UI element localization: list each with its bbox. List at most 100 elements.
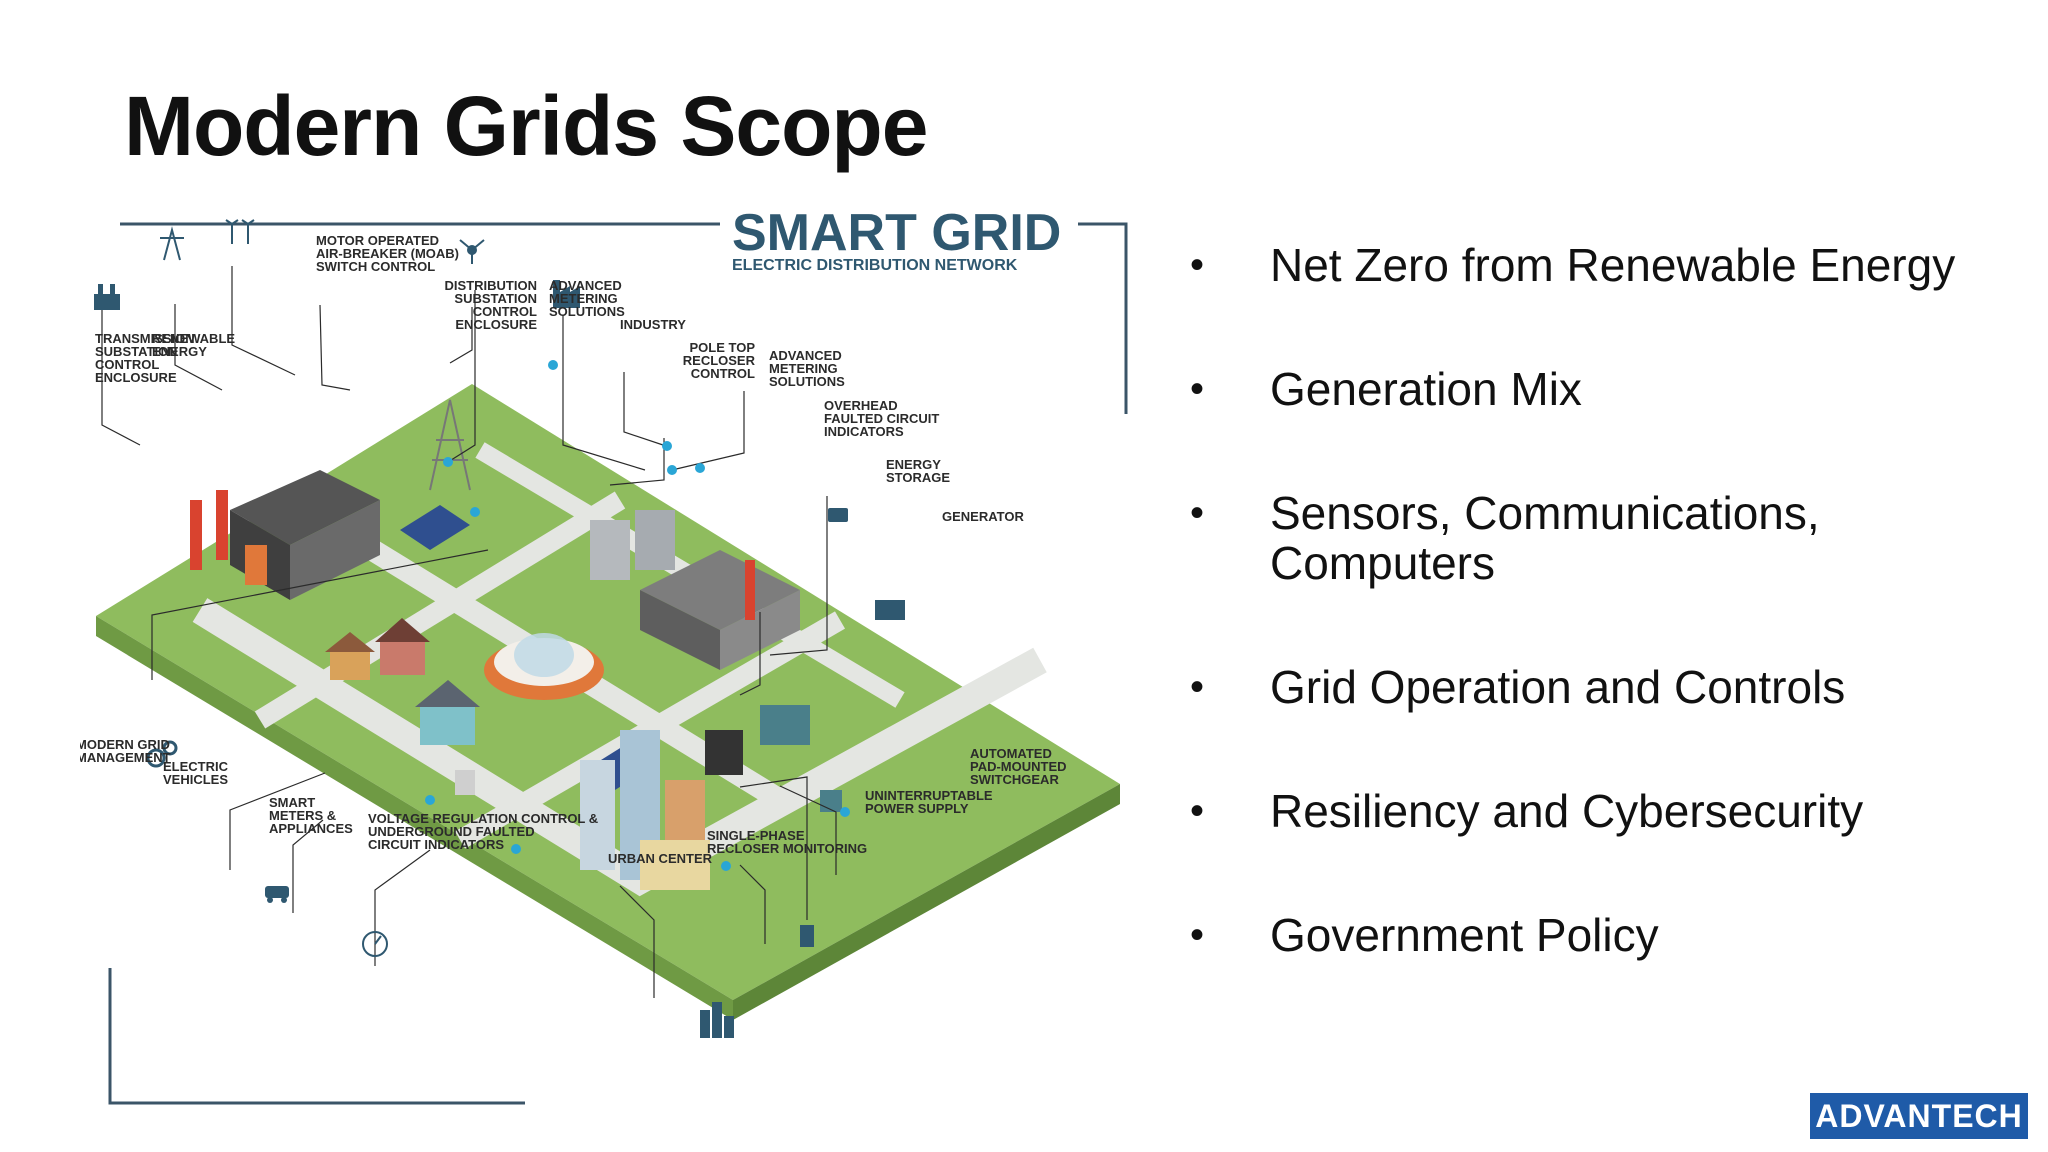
- generator-icon: [875, 600, 905, 620]
- callout-label-line: STORAGE: [886, 470, 950, 485]
- callout-label-line: SOLUTIONS: [549, 304, 625, 319]
- callout-label-line: SWITCHGEAR: [970, 772, 1059, 787]
- advantech-logo: ADVANTECH: [1810, 1093, 2028, 1139]
- callout-label-line: ENCLOSURE: [95, 370, 177, 385]
- callout-label-line: ADVANCED: [769, 348, 842, 363]
- callout-label-generator: GENERATOR: [942, 509, 1024, 524]
- callout-label-line: DISTRIBUTION: [445, 278, 537, 293]
- bullet-item: Net Zero from Renewable Energy: [1190, 240, 2010, 290]
- callout-labels: POWERPLANTTRANSMISSIONSUBSTATIONCONTROLE…: [80, 233, 1067, 866]
- ups-icon: [800, 925, 814, 947]
- bullet-item: Government Policy: [1190, 910, 2010, 960]
- callout-label-line: SOLUTIONS: [769, 374, 845, 389]
- callout-label-line: GENERATOR: [942, 509, 1024, 524]
- isometric-ground: [96, 384, 1120, 1020]
- bullet-item: Grid Operation and Controls: [1190, 662, 2010, 712]
- diagram-subheading: ELECTRIC DISTRIBUTION NETWORK: [732, 257, 1018, 274]
- diagram-heading: SMART GRID: [732, 204, 1061, 262]
- callout-label-line: CONTROL: [95, 357, 159, 372]
- callout-label-line: METERING: [769, 361, 838, 376]
- factory-icon: [553, 280, 580, 308]
- callout-label-urban: URBAN CENTER: [608, 851, 713, 866]
- callout-label-line: PAD-MOUNTED: [970, 759, 1067, 774]
- callout-label-line: CONTROL: [473, 304, 537, 319]
- callout-label-line: ENERGY: [886, 457, 941, 472]
- callout-label-line: ENCLOSURE: [455, 317, 537, 332]
- electric-car-icon: [265, 886, 289, 903]
- power-plant-illustration: [190, 470, 380, 600]
- callout-label-line: OVERHEAD: [824, 398, 898, 413]
- leader-lines: [101, 266, 837, 998]
- bullet-list: Net Zero from Renewable Energy Generatio…: [1190, 240, 2010, 960]
- callout-label-line: UNINTERRUPTABLE: [865, 788, 993, 803]
- gear-icon: [146, 740, 178, 768]
- callout-label-line: URBAN CENTER: [608, 851, 713, 866]
- power-plant-icon: [94, 284, 120, 310]
- diagram-frame: [108, 222, 1128, 1105]
- callout-label-line: AIR-BREAKER (MOAB): [316, 246, 459, 261]
- callout-label-line: VEHICLES: [163, 772, 228, 787]
- callout-label-line: MOTOR OPERATED: [316, 233, 439, 248]
- callout-label-line: POLE TOP: [690, 340, 756, 355]
- callout-label-line: SUBSTATION: [454, 291, 537, 306]
- callout-label-line: SINGLE-PHASE: [707, 828, 805, 843]
- battery-icon: [828, 508, 848, 522]
- callout-label-line: VOLTAGE REGULATION CONTROL &: [368, 811, 598, 826]
- callout-label-line: ENERGY: [152, 344, 207, 359]
- callout-label-line: INDICATORS: [824, 424, 904, 439]
- callout-label-line: RECLOSER MONITORING: [707, 841, 867, 856]
- urban-center-illustration: [580, 730, 710, 890]
- tower-icon: [160, 226, 184, 261]
- callout-label-line: ADVANCED: [549, 278, 622, 293]
- callout-label-line: TRANSMISSION: [95, 331, 195, 346]
- connection-dots: [425, 360, 850, 871]
- grid-management-hub: [484, 633, 604, 700]
- slide-title: Modern Grids Scope: [124, 79, 928, 173]
- callout-label-line: UNDERGROUND FAULTED: [368, 824, 535, 839]
- callout-label-line: MODERN GRID: [80, 737, 170, 752]
- callout-label-line: FAULTED CIRCUIT: [824, 411, 939, 426]
- wind-turbine-icon: [225, 219, 255, 244]
- houses-illustration: [325, 618, 480, 745]
- callout-label-line: RECLOSER: [683, 353, 756, 368]
- callout-label-line: RENEWABLE: [152, 331, 235, 346]
- callout-label-industry: INDUSTRY: [620, 317, 686, 332]
- callout-label-line: CONTROL: [691, 366, 755, 381]
- meter-icon: [362, 931, 388, 957]
- bullet-item: Sensors, Communications, Computers: [1190, 488, 1830, 588]
- callout-label-voltage: VOLTAGE REGULATION CONTROL &UNDERGROUND …: [368, 811, 598, 852]
- callout-label-line: METERS &: [269, 808, 336, 823]
- callout-label-line: POWER SUPPLY: [865, 801, 969, 816]
- bullet-item: Generation Mix: [1190, 364, 2010, 414]
- callout-label-line: MANAGEMENT: [80, 750, 171, 765]
- smart-grid-diagram: SMART GRID ELECTRIC DISTRIBUTION NETWORK: [80, 204, 1128, 1105]
- bullet-item: Resiliency and Cybersecurity: [1190, 786, 2010, 836]
- callout-label-line: SMART: [269, 795, 315, 810]
- network-icon: [459, 239, 485, 264]
- callout-label-line: CIRCUIT INDICATORS: [368, 837, 504, 852]
- callout-label-line: METERING: [549, 291, 618, 306]
- callout-label-line: SWITCH CONTROL: [316, 259, 435, 274]
- callout-label-line: SUBSTATION: [95, 344, 178, 359]
- callout-label-line: INDUSTRY: [620, 317, 686, 332]
- callout-label-line: ELECTRIC: [163, 759, 229, 774]
- equipment-illustration: [455, 705, 842, 812]
- callout-label-line: APPLIANCES: [269, 821, 353, 836]
- industry-illustration: [590, 510, 800, 670]
- city-icon: [700, 1002, 734, 1038]
